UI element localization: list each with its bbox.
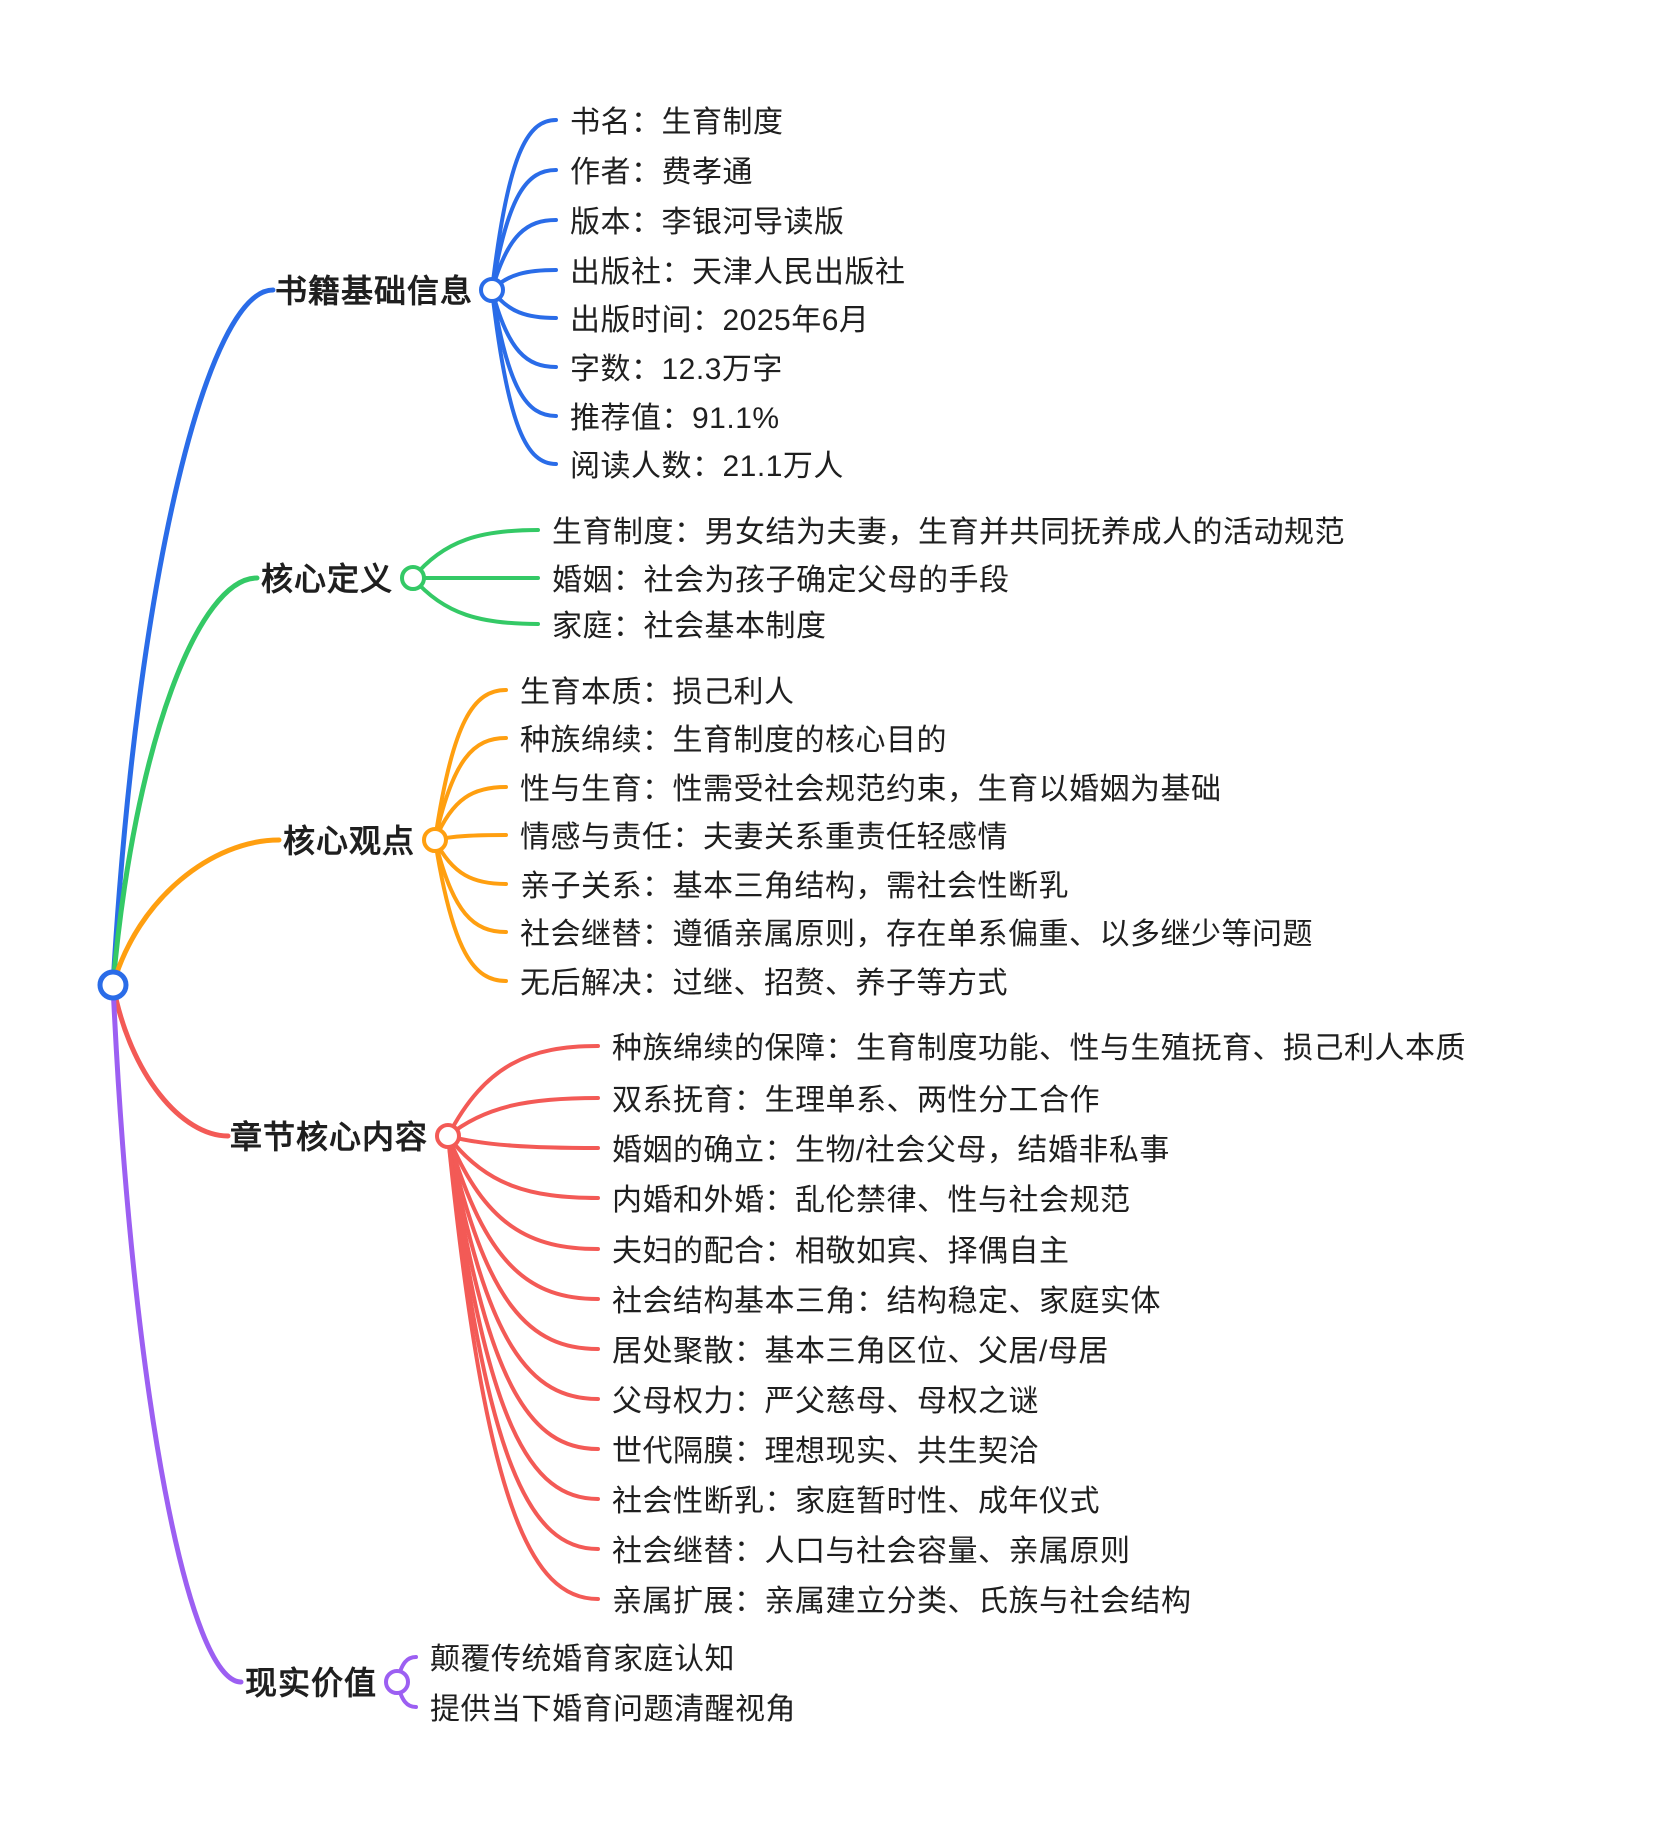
child-node[interactable]: 提供当下婚育问题清醒视角 (430, 1693, 796, 1727)
child-node[interactable]: 社会性断乳：家庭暂时性、成年仪式 (612, 1485, 1100, 1519)
child-node[interactable]: 性与生育：性需受社会规范约束，生育以婚姻为基础 (520, 773, 1222, 807)
child-node[interactable]: 推荐值：91.1% (570, 402, 780, 436)
connector (490, 288, 558, 369)
branch-basic-info[interactable]: 书籍基础信息 (274, 273, 473, 310)
child-node[interactable]: 情感与责任：夫妻关系重责任轻感情 (520, 821, 1008, 855)
child-node[interactable]: 家庭：社会基本制度 (552, 610, 827, 644)
child-node[interactable]: 版本：李银河导读版 (570, 206, 845, 240)
connector (446, 1134, 600, 1251)
child-node[interactable]: 阅读人数：21.1万人 (570, 450, 844, 484)
connector (433, 785, 508, 842)
child-node[interactable]: 双系抚育：生理单系、两性分工合作 (612, 1084, 1100, 1118)
branch-core-viewpoints[interactable]: 核心观点 (282, 823, 415, 860)
root-node[interactable] (97, 969, 129, 1001)
branch-chapter-contents[interactable]: 章节核心内容 (229, 1119, 428, 1156)
connector (110, 287, 276, 988)
connector (490, 288, 558, 466)
branch-collapse-handle[interactable] (422, 827, 448, 853)
child-node[interactable]: 内婚和外婚：乱伦禁律、性与社会规范 (612, 1184, 1131, 1218)
connector (446, 1096, 600, 1138)
branch-collapse-handle[interactable] (479, 277, 505, 303)
connector (433, 688, 508, 842)
child-node[interactable]: 作者：费孝通 (570, 156, 753, 190)
connector (433, 736, 508, 842)
child-node[interactable]: 出版社：天津人民出版社 (570, 256, 906, 290)
child-node[interactable]: 颠覆传统婚育家庭认知 (430, 1643, 735, 1677)
connector (110, 982, 244, 1685)
connector (446, 1134, 600, 1150)
child-node[interactable]: 书名：生育制度 (570, 106, 784, 140)
child-node[interactable]: 无后解决：过继、招赘、养子等方式 (520, 967, 1008, 1001)
connector (411, 576, 540, 626)
connector (490, 218, 558, 292)
child-node[interactable]: 居处聚散：基本三角区位、父居/母居 (612, 1335, 1109, 1369)
connector (446, 1134, 600, 1601)
child-node[interactable]: 世代隔膜：理想现实、共生契洽 (612, 1435, 1039, 1469)
connector (446, 1044, 600, 1138)
child-node[interactable]: 种族绵续的保障：生育制度功能、性与生殖抚育、损己利人本质 (612, 1032, 1466, 1066)
child-node[interactable]: 婚姻的确立：生物/社会父母，结婚非私事 (612, 1134, 1170, 1168)
branch-collapse-handle[interactable] (435, 1123, 461, 1149)
branch-practical-value[interactable]: 现实价值 (244, 1665, 377, 1702)
child-node[interactable]: 种族绵续：生育制度的核心目的 (520, 724, 947, 758)
child-node[interactable]: 生育本质：损己利人 (520, 676, 795, 710)
connector (446, 1134, 600, 1451)
child-node[interactable]: 生育制度：男女结为夫妻，生育并共同抚养成人的活动规范 (552, 516, 1345, 550)
child-node[interactable]: 亲子关系：基本三角结构，需社会性断乳 (520, 870, 1069, 904)
child-node[interactable]: 出版时间：2025年6月 (570, 304, 870, 338)
child-node[interactable]: 字数：12.3万字 (570, 353, 783, 387)
connector (110, 837, 282, 988)
child-node[interactable]: 社会继替：遵循亲属原则，存在单系偏重、以多继少等问题 (520, 918, 1313, 952)
connector (446, 1134, 600, 1200)
connector (411, 528, 540, 580)
connector (446, 1134, 600, 1401)
branch-collapse-handle[interactable] (400, 565, 426, 591)
connector (110, 982, 231, 1139)
connector (490, 118, 558, 292)
branch-collapse-handle[interactable] (384, 1669, 410, 1695)
branch-core-definitions[interactable]: 核心定义 (260, 561, 393, 598)
connector (433, 838, 508, 983)
child-node[interactable]: 夫妇的配合：相敬如宾、择偶自主 (612, 1235, 1070, 1269)
connector (490, 168, 558, 292)
child-node[interactable]: 社会结构基本三角：结构稳定、家庭实体 (612, 1285, 1161, 1319)
child-node[interactable]: 婚姻：社会为孩子确定父母的手段 (552, 564, 1010, 598)
connector (433, 838, 508, 934)
connector (110, 575, 260, 988)
child-node[interactable]: 父母权力：严父慈母、母权之谜 (612, 1385, 1039, 1419)
connector (446, 1134, 600, 1351)
connector (446, 1134, 600, 1501)
connector (446, 1134, 600, 1301)
child-node[interactable]: 社会继替：人口与社会容量、亲属原则 (612, 1535, 1131, 1569)
child-node[interactable]: 亲属扩展：亲属建立分类、氏族与社会结构 (612, 1585, 1192, 1619)
